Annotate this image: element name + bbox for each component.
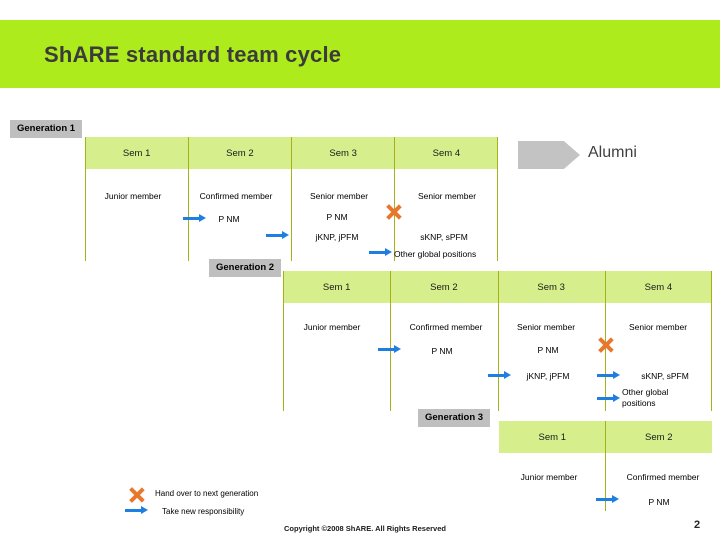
- gen2-sem-2-header: Sem 2: [430, 281, 458, 293]
- gen2-sem3-position-jknp: jKNP, jPFM: [526, 371, 570, 381]
- gen2-gridline-2: [498, 271, 499, 411]
- legend-take-new-label: Take new responsibility: [162, 507, 245, 516]
- gen1-gridline-0: [85, 137, 86, 261]
- copyright-notice: Copyright ©2008 ShARE. All Rights Reserv…: [284, 524, 446, 533]
- gen2-sem4-position-other-line1: Other global: [622, 387, 669, 397]
- gen2-sem-4-header: Sem 4: [644, 281, 673, 293]
- gen3-sem-2-header: Sem 2: [645, 431, 673, 443]
- x-mark-icon-gen1: [385, 203, 403, 221]
- gen1-sem-3-header: Sem 3: [329, 147, 357, 159]
- arrow-right-icon-gen2-sem2: [378, 345, 401, 354]
- gen2-sem1-role: Junior member: [303, 322, 361, 332]
- gen2-sem4-position-other-line2: positions: [622, 398, 656, 408]
- gen2-gridline-4: [711, 271, 712, 411]
- x-mark-icon-gen2: [597, 336, 615, 354]
- gen2-sem2-position-pnm: P NM: [431, 346, 453, 356]
- gen1-gridline-2: [291, 137, 292, 261]
- gen3-gridline-1: [605, 421, 606, 511]
- gen2-gridline-1: [390, 271, 391, 411]
- arrow-right-icon-gen2-sem3: [488, 371, 511, 380]
- gen1-sem2-role: Confirmed member: [199, 191, 273, 201]
- gen1-sem-2-header: Sem 2: [226, 147, 254, 159]
- gen2-sem2-role: Confirmed member: [409, 322, 483, 332]
- legend-arrow-right-icon: [125, 506, 148, 515]
- legend-hand-over-label: Hand over to next generation: [155, 489, 259, 498]
- generation-2-tag: Generation 2: [209, 259, 282, 277]
- gen1-gridline-4: [497, 137, 498, 261]
- gen1-sem-1-header: Sem 1: [122, 147, 151, 159]
- alumni-chevron-icon: [518, 141, 580, 169]
- gen2-sem3-role: Senior member: [516, 322, 576, 332]
- gen3-sem2-position-pnm: P NM: [648, 497, 670, 507]
- page-number: 2: [694, 519, 701, 531]
- gen2-sem-1-header: Sem 1: [322, 281, 351, 293]
- generation-3-tag: Generation 3: [418, 409, 491, 427]
- arrow-right-icon-gen3-sem2: [596, 495, 619, 504]
- gen1-sem4-position-other: Other global positions: [394, 249, 477, 259]
- gen3-sem1-role: Junior member: [520, 472, 578, 482]
- gen1-sem-4-header: Sem 4: [432, 147, 461, 159]
- gen1-sem1-role: Junior member: [104, 191, 162, 201]
- gen2-gridline-0: [283, 271, 284, 411]
- gen1-sem4-position-sknp: sKNP, sPFM: [420, 232, 468, 242]
- gen3-sem-1-header: Sem 1: [538, 431, 566, 443]
- gen3-sem2-role: Confirmed member: [626, 472, 700, 482]
- arrow-right-icon-gen2-sem4-sknp: [597, 371, 620, 380]
- gen1-sem2-position-pnm: P NM: [218, 214, 240, 224]
- gen2-sem3-position-pnm: P NM: [537, 345, 559, 355]
- gen1-sem3-role: Senior member: [309, 191, 369, 201]
- generation-1-tag: Generation 1: [10, 120, 83, 138]
- gen1-sem4-role: Senior member: [417, 191, 477, 201]
- gen1-sem3-position-pnm: P NM: [326, 212, 348, 222]
- legend-x-mark-icon: [128, 486, 146, 504]
- page-title: ShARE standard team cycle: [44, 42, 342, 67]
- gen1-sem3-position-jknp: jKNP, jPFM: [315, 232, 359, 242]
- arrow-right-icon-gen2-sem4-other: [597, 394, 620, 403]
- gen2-sem4-role: Senior member: [628, 322, 688, 332]
- arrow-right-icon-gen1-sem3: [266, 231, 289, 240]
- arrow-right-icon-gen1-sem2: [183, 214, 206, 223]
- gen2-sem4-position-sknp: sKNP, sPFM: [641, 371, 689, 381]
- gen2-sem-3-header: Sem 3: [537, 281, 565, 293]
- generation-2-semester-bar: Sem 1 Sem 2 Sem 3 Sem 4: [283, 271, 712, 303]
- gen1-gridline-3: [394, 137, 395, 261]
- alumni-label: Alumni: [588, 144, 637, 161]
- arrow-right-icon-gen1-sem4: [369, 248, 392, 257]
- gen1-gridline-1: [188, 137, 189, 261]
- title-banner: [0, 20, 720, 88]
